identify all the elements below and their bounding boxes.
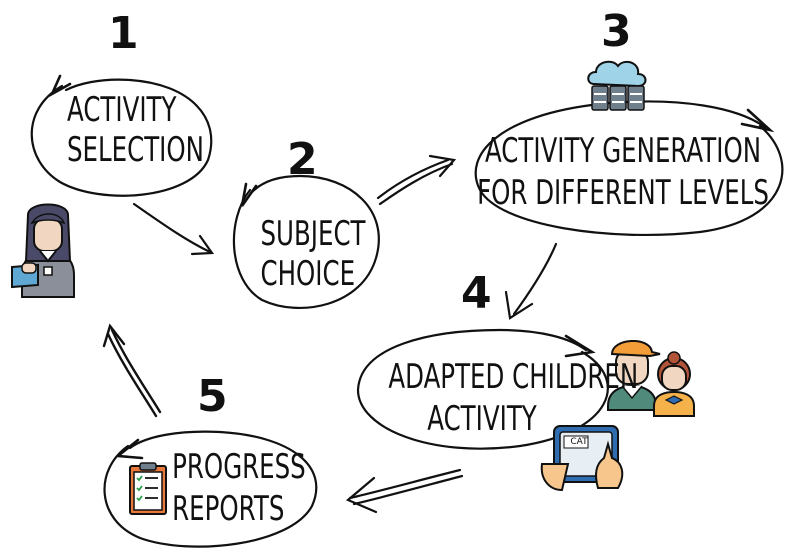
step-number-1: 1 bbox=[108, 8, 139, 59]
ellipse-adapted-activity bbox=[356, 328, 609, 450]
label-activity-selection: ACTIVITY SELECTION bbox=[67, 90, 204, 170]
teacher-icon bbox=[11, 203, 75, 298]
label-adapted-activity: ADAPTED CHILDREN ACTIVITY bbox=[388, 356, 639, 440]
label-line: ACTIVITY bbox=[67, 90, 177, 130]
arrow-5-to-teacher bbox=[102, 323, 162, 418]
step-number-3: 3 bbox=[601, 6, 632, 57]
cloud-server-icon bbox=[587, 60, 647, 111]
arrow-4-to-5 bbox=[345, 468, 464, 514]
ellipse-activity-generation bbox=[474, 100, 784, 237]
label-line: REPORTS bbox=[172, 489, 285, 529]
label-line: SUBJECT bbox=[260, 214, 366, 254]
report-icon bbox=[129, 462, 167, 515]
label-activity-generation: ACTIVITY GENERATION FOR DIFFERENT LEVELS bbox=[468, 130, 778, 214]
ellipse-subject-choice bbox=[232, 174, 380, 310]
ellipse-progress-reports bbox=[103, 430, 318, 548]
label-subject-choice: SUBJECT CHOICE bbox=[260, 214, 366, 294]
label-line: ACTIVITY GENERATION bbox=[484, 131, 762, 171]
label-line: FOR DIFFERENT LEVELS bbox=[477, 173, 769, 213]
arrow-2-to-3 bbox=[376, 154, 457, 206]
label-line: PROGRESS bbox=[172, 447, 306, 487]
label-line: CHOICE bbox=[260, 254, 356, 294]
children-icon bbox=[607, 339, 695, 417]
ellipse-activity-selection bbox=[30, 74, 213, 197]
arrow-1-to-2 bbox=[132, 202, 215, 256]
label-line: ADAPTED CHILDREN bbox=[388, 357, 639, 397]
label-progress-reports: PROGRESS REPORTS bbox=[172, 446, 306, 530]
arrow-3-to-4 bbox=[504, 242, 558, 320]
step-number-5: 5 bbox=[197, 371, 228, 422]
step-number-2: 2 bbox=[287, 134, 318, 185]
tablet-screen-text: CAT bbox=[570, 437, 588, 447]
step-number-4: 4 bbox=[461, 268, 492, 319]
tablet-icon bbox=[540, 425, 624, 492]
label-line: SELECTION bbox=[67, 130, 204, 170]
label-line: ACTIVITY bbox=[427, 399, 537, 439]
